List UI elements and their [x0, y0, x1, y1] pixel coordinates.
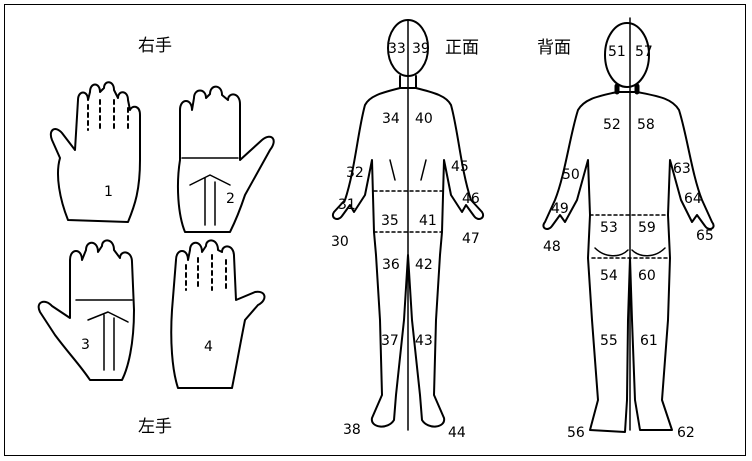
front-region-label: 43 — [415, 334, 433, 348]
back-region-label: 61 — [640, 334, 658, 348]
front-region-label: 36 — [382, 258, 400, 272]
back-region-label: 60 — [638, 269, 656, 283]
front-region-label: 44 — [448, 426, 466, 440]
front-region-label: 38 — [343, 423, 361, 437]
front-region-label: 30 — [331, 235, 349, 249]
front-region-label: 42 — [415, 258, 433, 272]
back-region-label: 65 — [696, 229, 714, 243]
back-region-label: 57 — [635, 45, 653, 59]
front-region-label: 32 — [346, 166, 364, 180]
front-body-outline — [333, 20, 483, 430]
hand-4-outline — [171, 240, 264, 388]
back-region-label: 64 — [684, 192, 702, 206]
front-region-label: 37 — [381, 334, 399, 348]
back-region-label: 56 — [567, 426, 585, 440]
back-region-label: 53 — [600, 221, 618, 235]
front-region-label: 39 — [412, 42, 430, 56]
front-region-label: 35 — [381, 214, 399, 228]
front-region-label: 40 — [415, 112, 433, 126]
back-region-label: 59 — [638, 221, 656, 235]
front-region-label: 34 — [382, 112, 400, 126]
back-body-outline — [543, 18, 713, 432]
front-region-label: 41 — [419, 214, 437, 228]
hand-3-outline — [39, 240, 134, 380]
left-hand-title: 左手 — [138, 419, 172, 436]
hand-1-outline — [51, 82, 140, 222]
hand-region-label: 4 — [204, 340, 213, 354]
back-view-title: 背面 — [537, 40, 571, 57]
front-region-label: 45 — [451, 160, 469, 174]
back-region-label: 55 — [600, 334, 618, 348]
back-region-label: 52 — [603, 118, 621, 132]
front-region-label: 33 — [388, 42, 406, 56]
back-region-label: 49 — [551, 202, 569, 216]
hand-region-label: 2 — [226, 192, 235, 206]
right-hand-title: 右手 — [138, 38, 172, 55]
back-region-label: 51 — [608, 45, 626, 59]
front-region-label: 47 — [462, 232, 480, 246]
back-region-label: 54 — [600, 269, 618, 283]
back-region-label: 62 — [677, 426, 695, 440]
hand-2-outline — [178, 87, 274, 232]
back-region-label: 58 — [637, 118, 655, 132]
hand-region-label: 1 — [104, 185, 113, 199]
back-region-label: 48 — [543, 240, 561, 254]
back-region-label: 50 — [562, 168, 580, 182]
back-region-label: 63 — [673, 162, 691, 176]
front-view-title: 正面 — [445, 40, 479, 57]
front-region-label: 31 — [338, 198, 356, 212]
hand-region-label: 3 — [81, 338, 90, 352]
front-region-label: 46 — [462, 192, 480, 206]
